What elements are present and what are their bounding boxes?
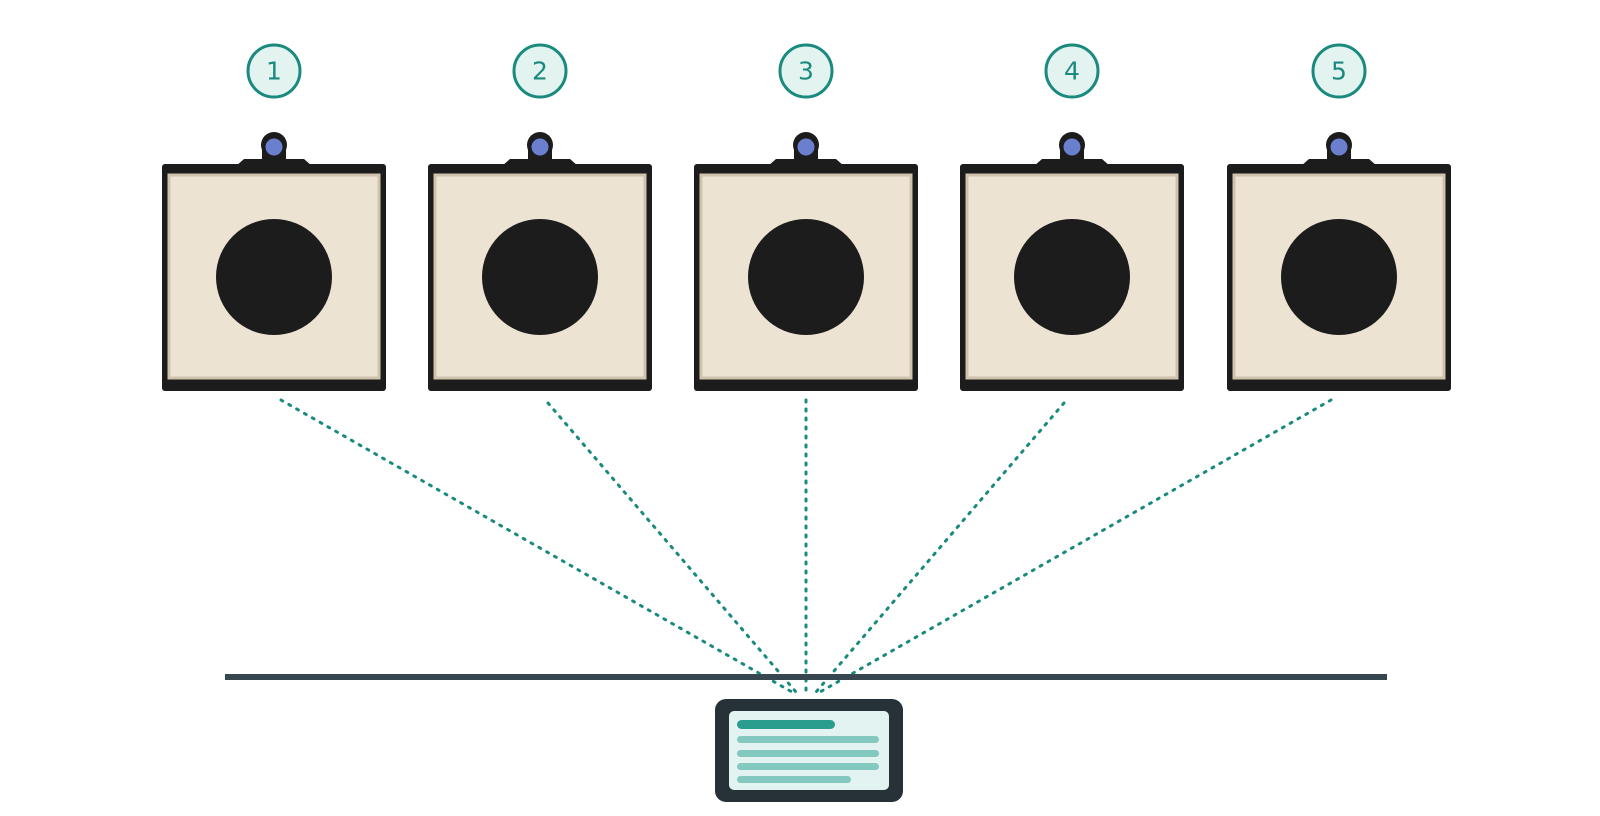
connector-line-1: [279, 398, 794, 694]
connector-line-5: [818, 398, 1333, 694]
knob-icon: [768, 132, 844, 166]
station-2: 2: [428, 43, 652, 391]
number-badge: 2: [512, 43, 568, 99]
dot-icon: [482, 219, 598, 335]
station-number: 2: [532, 57, 548, 86]
connector-lines: [279, 398, 1333, 694]
station-number: 3: [798, 57, 814, 86]
screen-text-bar: [737, 736, 879, 743]
screen-text-bar: [737, 750, 879, 757]
number-badge: 1: [246, 43, 302, 99]
knob-icon: [1301, 132, 1377, 166]
panel-with-dot-icon: [694, 132, 918, 391]
station-number: 4: [1064, 57, 1080, 86]
number-badge: 3: [778, 43, 834, 99]
dot-icon: [748, 219, 864, 335]
panel-with-dot-icon: [162, 132, 386, 391]
panel-with-dot-icon: [1227, 132, 1451, 391]
knob-icon: [1034, 132, 1110, 166]
screen-text-bar: [737, 763, 879, 770]
dot-icon: [216, 219, 332, 335]
screen-heading-bar: [737, 720, 835, 729]
number-badge: 4: [1044, 43, 1100, 99]
knob-icon: [502, 132, 578, 166]
dot-icon: [1014, 219, 1130, 335]
screen-text-bar: [737, 776, 851, 783]
knob-icon: [236, 132, 312, 166]
station-1: 1: [162, 43, 386, 391]
panel-with-dot-icon: [428, 132, 652, 391]
connector-line-2: [546, 401, 798, 694]
station-5: 5: [1227, 43, 1451, 391]
station-number: 5: [1331, 57, 1347, 86]
station-4: 4: [960, 43, 1184, 391]
tablet-icon: [715, 699, 903, 802]
panel-with-dot-icon: [960, 132, 1184, 391]
station-3: 3: [694, 43, 918, 391]
number-badge: 5: [1311, 43, 1367, 99]
dot-icon: [1281, 219, 1397, 335]
station-number: 1: [266, 57, 282, 86]
connector-line-4: [814, 401, 1066, 694]
